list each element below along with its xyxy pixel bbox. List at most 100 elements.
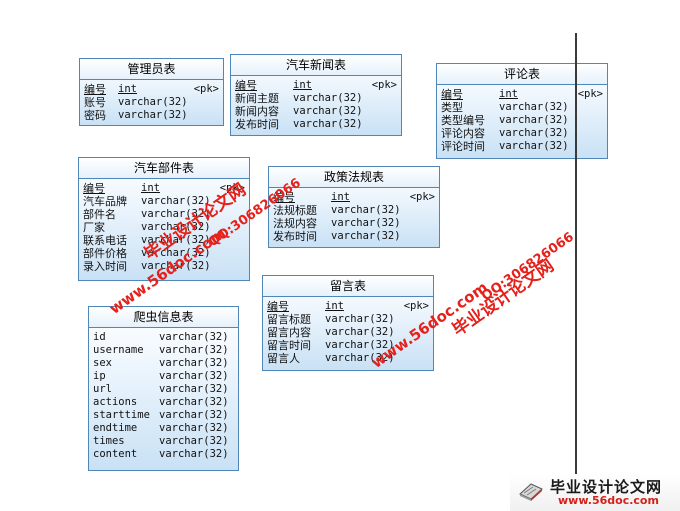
column-type: varchar(32) xyxy=(325,339,395,351)
column-type: varchar(32) xyxy=(331,217,401,229)
column-row: ip varchar(32) xyxy=(93,370,234,383)
column-name: 新闻内容 xyxy=(235,105,279,118)
column-type: varchar(32) xyxy=(159,409,229,421)
column-type: varchar(32) xyxy=(159,396,229,408)
column-type: int xyxy=(293,79,312,91)
column-name: 发布时间 xyxy=(273,230,317,243)
column-row: times varchar(32) xyxy=(93,435,234,448)
column-type: varchar(32) xyxy=(325,313,395,325)
primary-key-marker: <pk> xyxy=(577,88,603,100)
column-name: ip xyxy=(93,370,106,382)
column-type: varchar(32) xyxy=(293,118,363,130)
column-type: int xyxy=(331,191,350,203)
primary-key-marker: <pk> xyxy=(193,83,219,95)
column-row: 录入时间 varchar(32) xyxy=(83,260,245,273)
column-type: varchar(32) xyxy=(159,370,229,382)
column-type: varchar(32) xyxy=(141,221,211,233)
column-row: 编号 int <pk> xyxy=(273,191,435,204)
primary-key-marker: <pk> xyxy=(409,191,435,203)
column-row: 部件名 varchar(32) xyxy=(83,208,245,221)
column-name: 汽车品牌 xyxy=(83,195,127,208)
column-type: varchar(32) xyxy=(293,92,363,104)
column-type: varchar(32) xyxy=(325,352,395,364)
column-type: int xyxy=(325,300,344,312)
column-type: varchar(32) xyxy=(159,435,229,447)
column-row: 类型编号 varchar(32) xyxy=(441,114,603,127)
column-name: times xyxy=(93,435,125,447)
column-name: 留言标题 xyxy=(267,313,311,326)
column-row: sex varchar(32) xyxy=(93,357,234,370)
column-name: url xyxy=(93,383,112,395)
column-type: varchar(32) xyxy=(159,357,229,369)
column-name: 部件名 xyxy=(83,208,116,221)
column-name: 编号 xyxy=(267,300,289,313)
column-type: varchar(32) xyxy=(159,331,229,343)
column-name: 新闻主题 xyxy=(235,92,279,105)
column-row: 评论时间 varchar(32) xyxy=(441,140,603,153)
column-row: 部件价格 varchar(32) xyxy=(83,247,245,260)
column-name: 编号 xyxy=(84,83,106,96)
column-type: int xyxy=(141,182,160,194)
column-name: starttime xyxy=(93,409,150,421)
column-type: varchar(32) xyxy=(159,344,229,356)
column-name: 评论时间 xyxy=(441,140,485,153)
footer-banner: 毕业设计论文网 www.56doc.com xyxy=(510,474,680,511)
column-type: varchar(32) xyxy=(118,96,188,108)
column-name: sex xyxy=(93,357,112,369)
column-type: varchar(32) xyxy=(293,105,363,117)
column-name: 编号 xyxy=(273,191,295,204)
column-row: 账号 varchar(32) xyxy=(84,96,219,109)
column-row: 新闻主题 varchar(32) xyxy=(235,92,397,105)
entity-title: 汽车部件表 xyxy=(79,158,249,179)
column-name: 部件价格 xyxy=(83,247,127,260)
column-name: 录入时间 xyxy=(83,260,127,273)
column-name: 联系电话 xyxy=(83,234,127,247)
column-name: 法规标题 xyxy=(273,204,317,217)
column-type: varchar(32) xyxy=(499,140,569,152)
divider-line xyxy=(575,33,577,511)
column-row: 汽车品牌 varchar(32) xyxy=(83,195,245,208)
column-type: varchar(32) xyxy=(141,247,211,259)
column-type: varchar(32) xyxy=(159,422,229,434)
footer-url: www.56doc.com xyxy=(558,494,659,507)
column-type: varchar(32) xyxy=(499,114,569,126)
column-name: 类型编号 xyxy=(441,114,485,127)
column-type: varchar(32) xyxy=(159,383,229,395)
column-type: varchar(32) xyxy=(499,101,569,113)
column-name: 账号 xyxy=(84,96,106,109)
column-type: varchar(32) xyxy=(141,195,211,207)
column-name: 编号 xyxy=(83,182,105,195)
column-name: actions xyxy=(93,396,138,408)
column-type: varchar(32) xyxy=(141,260,211,272)
column-type: varchar(32) xyxy=(499,127,569,139)
column-row: actions varchar(32) xyxy=(93,396,234,409)
column-type: varchar(32) xyxy=(141,208,211,220)
